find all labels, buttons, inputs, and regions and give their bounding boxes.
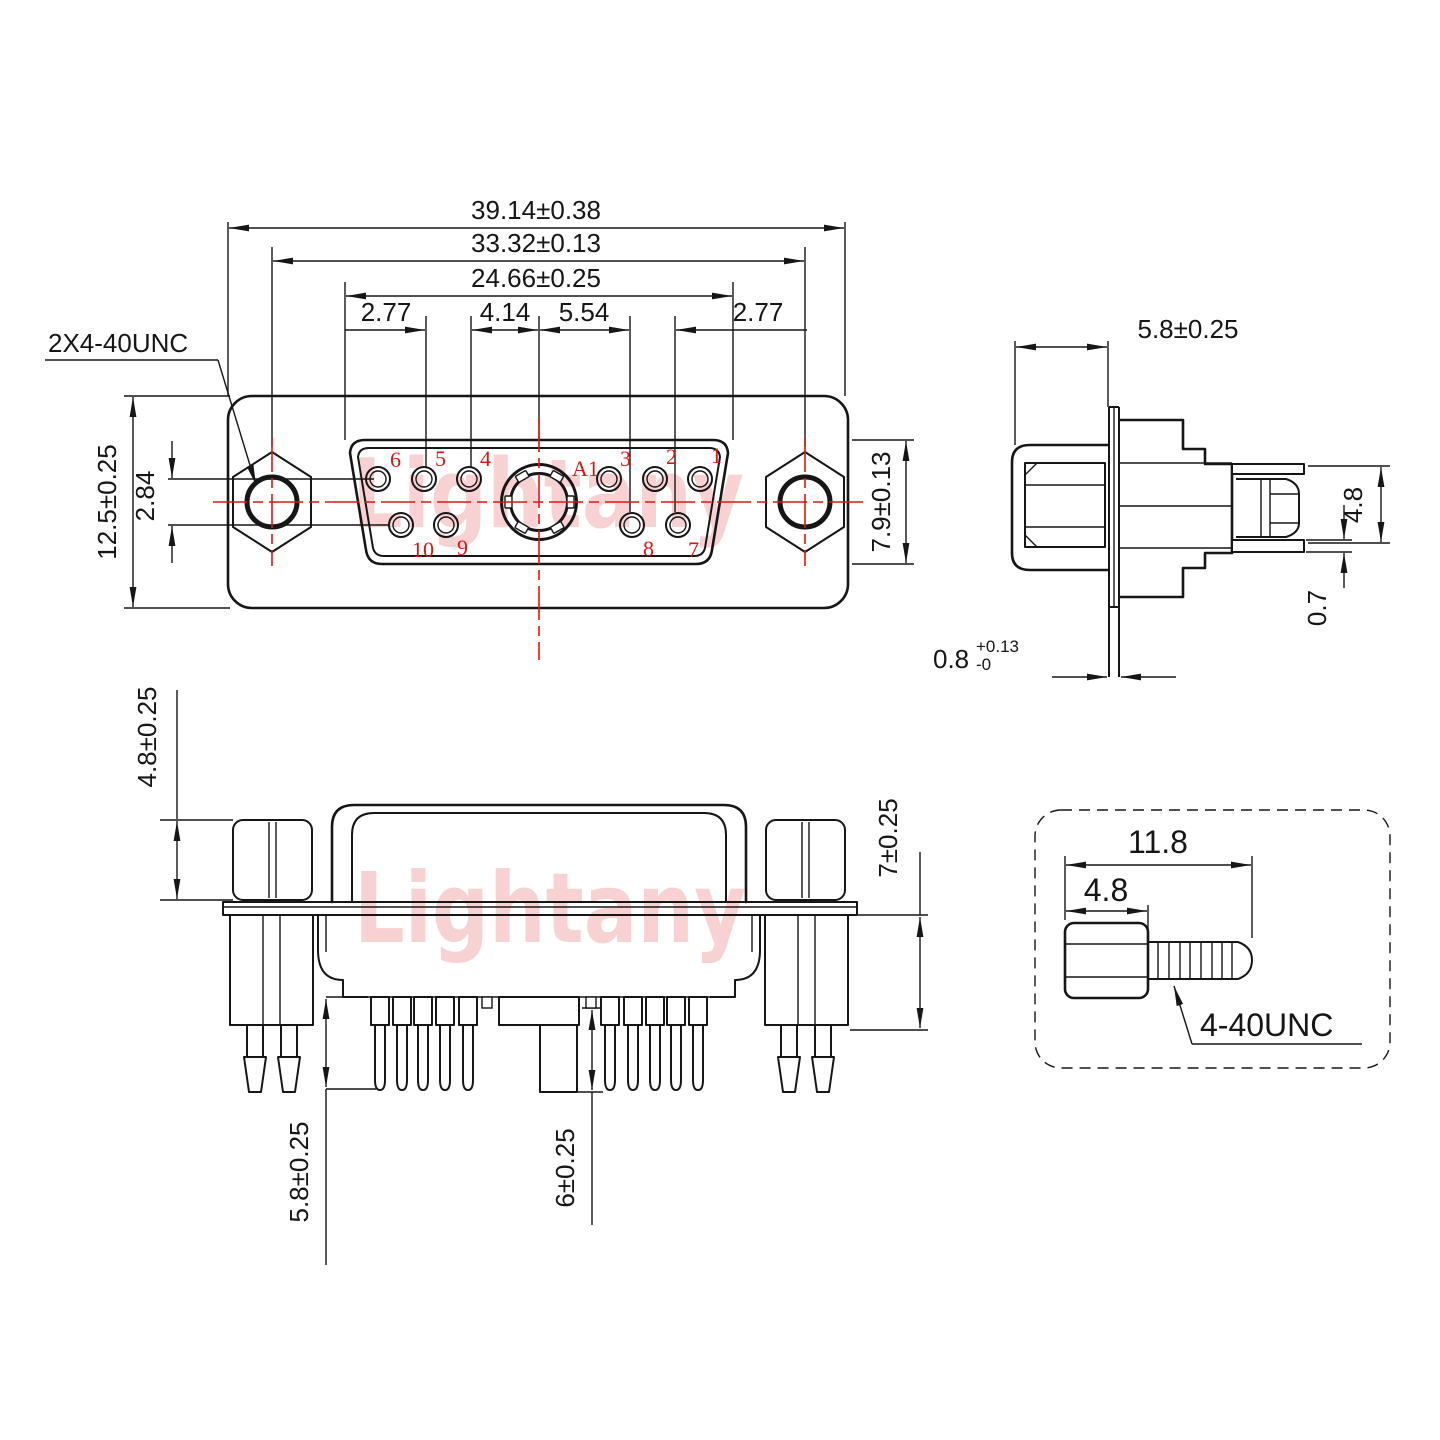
side-socket-contact <box>1236 478 1300 538</box>
rear-housing <box>330 803 748 904</box>
side-view: 5.8±0.25 4.8 0.7 0.8 +0.13 -0 <box>933 314 1390 681</box>
pin-label-4: 4 <box>480 446 491 471</box>
screw-dimension-lines <box>1064 856 1362 1045</box>
dim-row-offset: 2.84 <box>130 471 160 522</box>
pin-7 <box>665 512 691 538</box>
jack-screw <box>1063 921 1253 1000</box>
side-back-shell <box>1010 443 1110 572</box>
dim-body-height: 7±0.25 <box>873 798 903 877</box>
pin-9 <box>433 512 459 538</box>
pin-tail-group-left <box>370 996 478 1091</box>
side-dimension-lines <box>1014 341 1390 681</box>
pin-5 <box>411 466 437 492</box>
dsub-insert <box>348 438 730 566</box>
front-dimension-lines <box>45 222 914 609</box>
dim-flange-tol-minus: -0 <box>976 655 991 674</box>
rear-insulator-tab-left <box>481 996 493 1009</box>
pin-label-3: 3 <box>620 446 631 471</box>
pin-label-1: 1 <box>711 443 722 468</box>
pin-6 <box>365 466 391 492</box>
board-lock-right <box>764 914 849 1093</box>
pin-label-2: 2 <box>666 444 677 469</box>
pin-label-a1: A1 <box>572 456 599 481</box>
pin-4 <box>456 466 482 492</box>
side-flange-plate <box>1108 406 1120 677</box>
dim-standoff-height: 4.8±0.25 <box>132 686 162 787</box>
side-body <box>1118 418 1305 599</box>
dim-pitch-right: 2.77 <box>733 297 784 327</box>
side-hex-standoff <box>1024 462 1106 548</box>
dim-total-length: 11.8 <box>1128 824 1188 860</box>
dim-contact-span: 4.8 <box>1338 487 1368 523</box>
front-view: 39.14±0.38 33.32±0.13 24.66±0.25 2.77 4.… <box>45 195 914 660</box>
rear-hex-standoff-right <box>765 819 846 901</box>
dim-pitch-left: 2.77 <box>361 297 412 327</box>
board-lock-left <box>229 914 314 1093</box>
dim-pin-thickness: 0.7 <box>1302 590 1332 626</box>
rear-insulator-tab-right <box>585 996 597 1009</box>
rear-dimension-lines <box>160 690 928 1265</box>
dim-insert-width: 24.66±0.25 <box>471 263 601 293</box>
dim-overall-width: 39.14±0.38 <box>471 195 601 225</box>
screw-hex-head <box>1063 921 1150 1000</box>
rear-flange-plate <box>222 901 858 916</box>
watermark-front: Lightany <box>352 440 744 550</box>
dim-flange-thickness: 0.8 <box>933 644 969 674</box>
centerlines <box>213 418 864 660</box>
pin-label-9: 9 <box>457 535 468 560</box>
pin-2 <box>642 466 668 492</box>
dim-pitch-coax: 5.54 <box>559 297 610 327</box>
pin-label-7: 7 <box>688 537 699 562</box>
dim-flange-height: 12.5±0.25 <box>92 444 122 559</box>
rear-hex-standoff-left <box>232 819 313 901</box>
pin-3 <box>596 466 622 492</box>
thread-callout: 2X4-40UNC <box>48 328 188 358</box>
pin-1 <box>687 466 713 492</box>
pin-label-10: 10 <box>412 537 434 562</box>
dim-head-length: 4.8 <box>1084 872 1128 908</box>
coax-tail <box>498 996 580 1093</box>
pin-label-5: 5 <box>435 446 446 471</box>
dim-insert-height: 7.9±0.13 <box>866 451 896 552</box>
pin-labels: 6 5 4 A1 3 2 1 10 9 8 7 <box>390 443 722 562</box>
pin-10 <box>388 512 414 538</box>
pin-label-6: 6 <box>390 447 401 472</box>
screw-threaded-shank <box>1148 941 1253 980</box>
dim-pin-length: 5.8±0.25 <box>284 1121 314 1222</box>
side-lower-contact-bar <box>1231 539 1305 553</box>
rear-view: 4.8±0.25 7±0.25 5.8±0.25 6±0.25 <box>132 686 928 1265</box>
rear-solder-pins <box>370 996 708 1093</box>
dim-depth: 5.8±0.25 <box>1137 314 1238 344</box>
side-upper-contact-bar <box>1231 463 1305 475</box>
screw-detail: 11.8 4.8 4-40UNC <box>1034 809 1391 1069</box>
dim-pitch-mid: 4.14 <box>480 297 531 327</box>
thread-label: 4-40UNC <box>1200 1007 1333 1043</box>
dim-flange-tol-plus: +0.13 <box>976 637 1019 656</box>
pin-tail-group-right <box>600 996 708 1091</box>
pin-label-8: 8 <box>643 536 654 561</box>
pin-8 <box>619 512 645 538</box>
dim-mount-spacing: 33.32±0.13 <box>471 228 601 258</box>
detail-boundary <box>1034 809 1391 1069</box>
dim-coax-pin-length: 6±0.25 <box>550 1128 580 1207</box>
watermark-rear: Lightany <box>354 852 746 965</box>
